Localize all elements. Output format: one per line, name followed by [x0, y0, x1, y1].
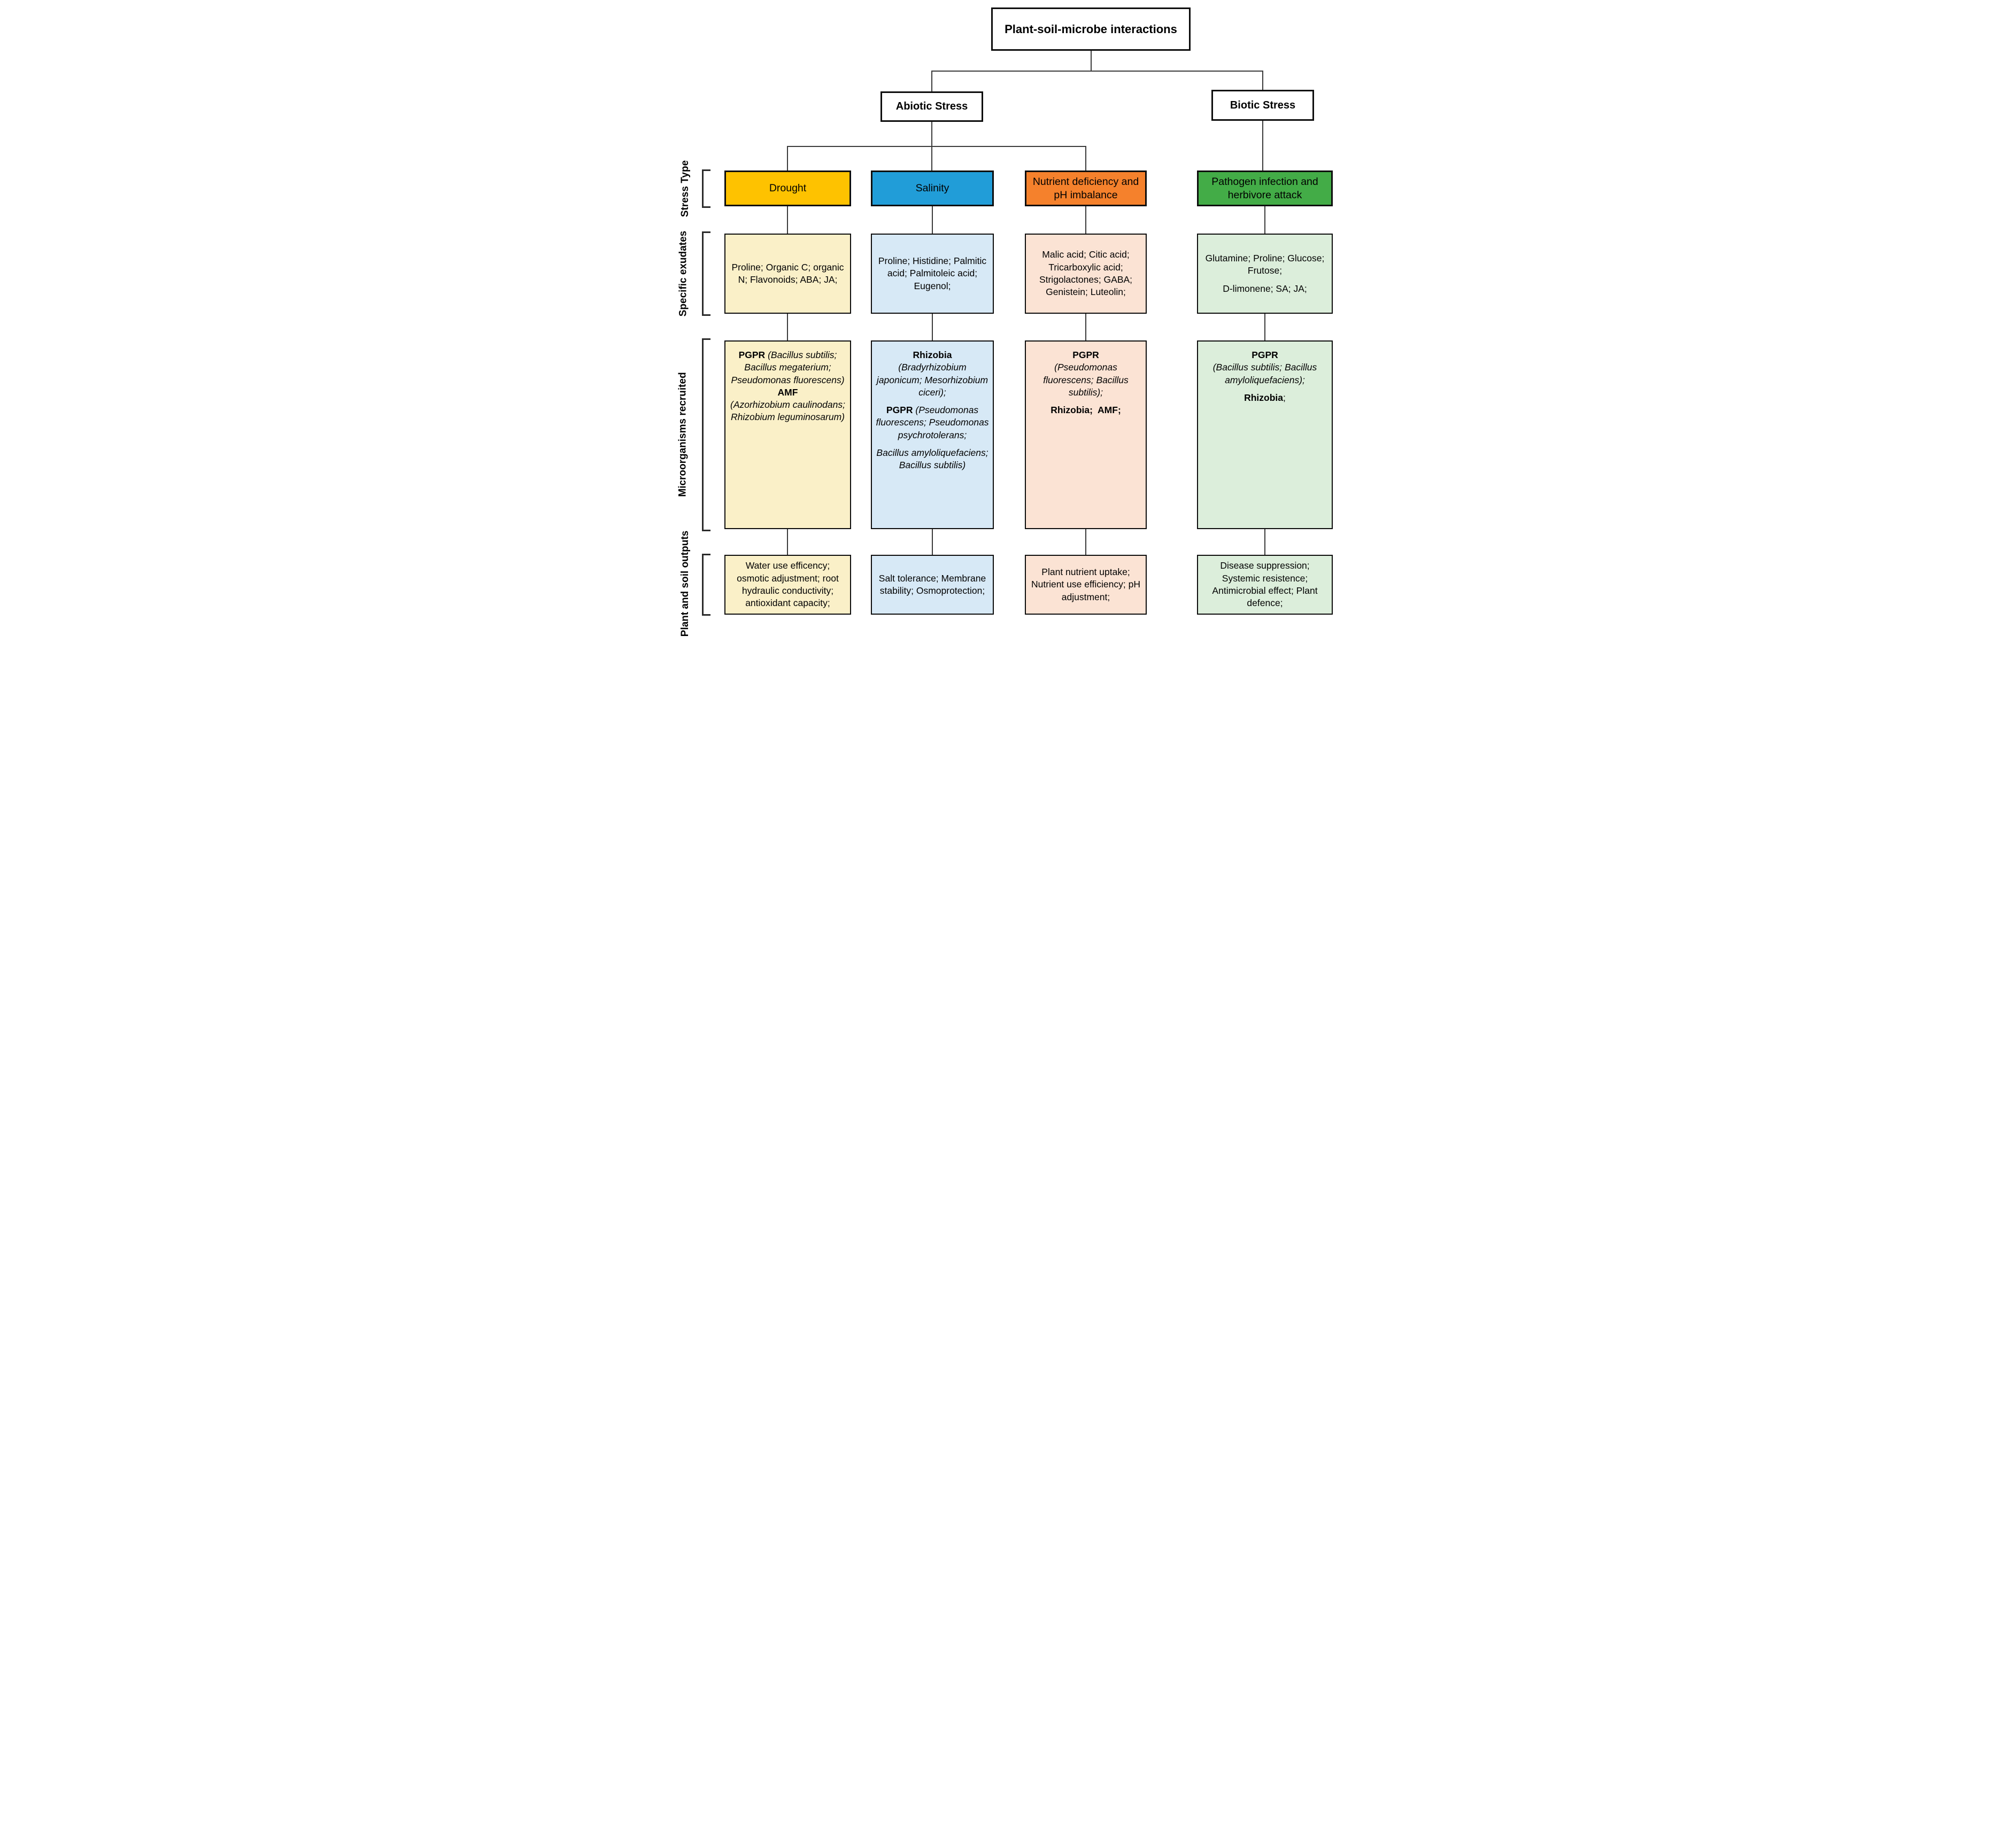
pathogen-microorganisms-box: PGPR (Bacillus subtilis; Bacillus amyloli… [1197, 340, 1333, 529]
drought-header-label: Drought [769, 182, 807, 195]
connector-line [932, 314, 933, 340]
pathogen-outputs-box: Disease suppression; Systemic resistence… [1197, 555, 1333, 615]
connector-line [787, 529, 788, 555]
salinity-outputs-text: Salt tolerance; Membrane stability; Osmo… [878, 572, 986, 596]
drought-outputs-text: Water use efficency; osmotic adjustment;… [737, 560, 839, 609]
text-paragraph: PGPR (Bacillus subtilis; Bacillus megate… [731, 350, 845, 385]
text-paragraph: (Pseudomonas fluorescens; Bacillus subti… [1043, 362, 1129, 398]
connector-line [932, 206, 933, 234]
connector-line [1091, 51, 1092, 71]
row-label-stress-type: Stress Type [679, 160, 691, 218]
stress-node-drought: Drought [724, 170, 851, 206]
salinity-outputs-box: Salt tolerance; Membrane stability; Osmo… [871, 555, 994, 615]
salinity-microorganisms-box: Rhizobia (Bradyrhizobium japonicum; Mesor… [871, 340, 994, 529]
nutrient-outputs-text: Plant nutrient uptake; Nutrient use effi… [1031, 567, 1140, 602]
text-paragraph: Bacillus amyloliquefaciens; Bacillus sub… [876, 447, 988, 471]
drought-outputs-box: Water use efficency; osmotic adjustment;… [724, 555, 851, 615]
biotic-stress-label: Biotic Stress [1230, 99, 1296, 111]
text-paragraph: Rhizobia; [1244, 392, 1286, 403]
connector-line [1085, 206, 1086, 234]
stress-node-nutrient-deficiency: Nutrient deficiency and pH imbalance [1025, 170, 1147, 206]
text-paragraph: (Bacillus subtilis; Bacillus amyloliquef… [1212, 362, 1317, 385]
row-bracket-stress-type [702, 169, 710, 208]
root-node-label: Plant-soil-microbe interactions [1005, 22, 1177, 36]
text-paragraph: PGPR (Pseudomonas fluorescens; Pseudomon… [876, 405, 989, 440]
row-bracket-plant-and-soil-outputs [702, 554, 710, 616]
salinity-exudates-box: Proline; Histidine; Palmitic acid; Palmi… [871, 234, 994, 314]
connector-line [931, 71, 932, 91]
text-paragraph: Proline; Organic C; organic N; Flavonoid… [731, 261, 844, 285]
connector-line [1264, 529, 1265, 555]
connector-line [787, 146, 788, 170]
nutrient-header-label: Nutrient deficiency and pH imbalance [1032, 176, 1139, 201]
connector-line [787, 314, 788, 340]
connector-line [932, 71, 1263, 72]
connector-line [1262, 121, 1263, 170]
pathogen-exudates-box: Glutamine; Proline; Glucose; Frutose; D-l… [1197, 234, 1333, 314]
branch-node-biotic-stress: Biotic Stress [1211, 90, 1314, 121]
row-bracket-microorganisms-recruited [702, 338, 710, 531]
text-paragraph: Proline; Histidine; Palmitic acid; Palmi… [878, 255, 987, 291]
text-paragraph: Rhizobia; AMF; [1051, 405, 1121, 416]
connector-line [1264, 314, 1265, 340]
nutrient-exudates-box: Malic acid; Citic acid; Tricarboxylic ac… [1025, 234, 1147, 314]
connector-line [1085, 314, 1086, 340]
stress-node-pathogen-infection: Pathogen infection and herbivore attack [1197, 170, 1333, 206]
text-paragraph: AMF [777, 386, 798, 398]
connector-line [1085, 146, 1086, 170]
connector-line [1085, 529, 1086, 555]
row-label-plant-and-soil-outputs: Plant and soil outputs [679, 530, 691, 637]
branch-node-abiotic-stress: Abiotic Stress [880, 91, 983, 122]
stress-node-salinity: Salinity [871, 170, 994, 206]
text-paragraph: Glutamine; Proline; Glucose; Frutose; [1205, 253, 1325, 276]
text-paragraph: PGPR [1072, 350, 1099, 360]
pathogen-outputs-text: Disease suppression; Systemic resistence… [1212, 560, 1318, 609]
connector-line [1264, 206, 1265, 234]
connector-line [787, 146, 1086, 147]
root-node-plant-soil-microbe: Plant-soil-microbe interactions [991, 7, 1191, 51]
connector-line [787, 206, 788, 234]
drought-exudates-box: Proline; Organic C; organic N; Flavonoid… [724, 234, 851, 314]
salinity-header-label: Salinity [915, 182, 949, 195]
nutrient-outputs-box: Plant nutrient uptake; Nutrient use effi… [1025, 555, 1147, 615]
text-paragraph: Malic acid; Citic acid; Tricarboxylic ac… [1039, 249, 1133, 298]
row-label-microorganisms-recruited: Microorganisms recruited [677, 372, 689, 497]
connector-line [932, 529, 933, 555]
text-paragraph: (Azorhizobium caulinodans; Rhizobium leg… [730, 399, 845, 423]
pathogen-header-label: Pathogen infection and herbivore attack [1211, 176, 1318, 201]
drought-microorganisms-box: PGPR (Bacillus subtilis; Bacillus megate… [724, 340, 851, 529]
nutrient-microorganisms-box: PGPR (Pseudomonas fluorescens; Bacillus s… [1025, 340, 1147, 529]
diagram-canvas: Plant-soil-microbe interactions Abiotic … [672, 0, 1344, 637]
row-label-specific-exudates: Specific exudates [677, 230, 689, 317]
text-paragraph: D-limonene; SA; JA; [1223, 283, 1307, 294]
row-bracket-specific-exudates [702, 231, 710, 316]
text-paragraph: (Bradyrhizobium japonicum; Mesorhizobium… [876, 362, 988, 398]
text-paragraph: Rhizobia [913, 350, 952, 360]
text-paragraph: PGPR [1252, 350, 1278, 360]
abiotic-stress-label: Abiotic Stress [895, 100, 968, 112]
connector-line [1262, 71, 1263, 90]
